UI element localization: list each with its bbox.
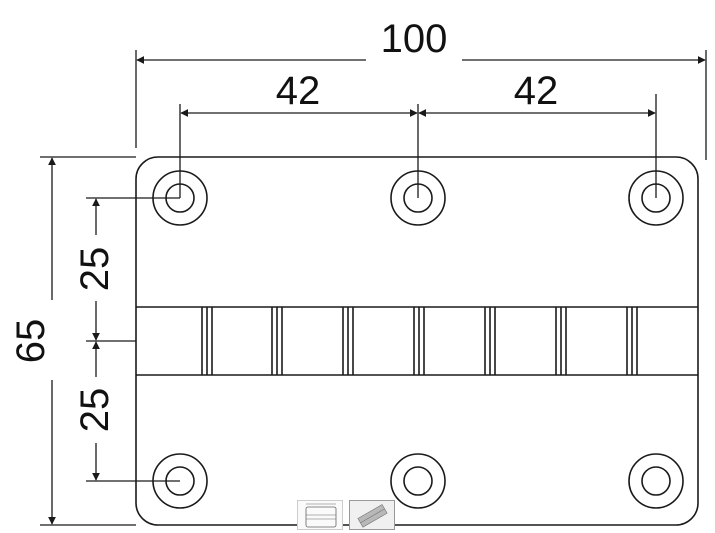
label-overall-width: 100 xyxy=(381,17,448,61)
mounting-hole-bottom-center xyxy=(390,453,446,509)
thumbnail-strip xyxy=(297,500,395,530)
label-hole-spacing-left: 42 xyxy=(276,69,321,113)
label-hole-spacing-right: 42 xyxy=(514,69,559,113)
knuckle-band xyxy=(136,306,698,376)
dimension-overall-width xyxy=(135,50,707,160)
photo-thumbnail[interactable] xyxy=(349,500,395,530)
label-overall-height: 65 xyxy=(9,319,53,364)
label-upper-offset: 25 xyxy=(73,247,117,292)
label-lower-offset: 25 xyxy=(73,388,117,433)
knuckle-dividers xyxy=(201,307,638,375)
drawing-thumbnail[interactable] xyxy=(297,500,343,530)
dimension-hole-spacing xyxy=(179,94,657,198)
mounting-hole-bottom-right xyxy=(628,453,684,509)
